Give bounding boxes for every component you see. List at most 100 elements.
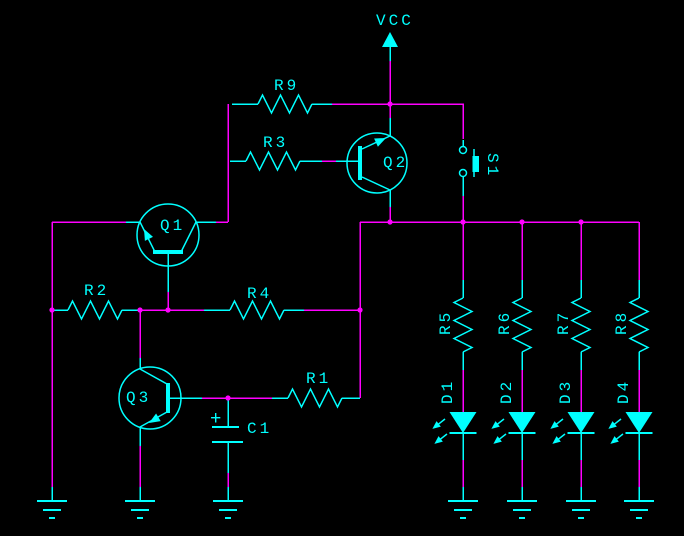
led-emission-arrow-icon xyxy=(429,415,448,433)
led-d2-label: D2 xyxy=(498,379,516,404)
resistor-r5[interactable]: R5 xyxy=(437,297,473,353)
led-emission-arrow-icon xyxy=(431,430,450,448)
resistor-r8[interactable]: R8 xyxy=(613,297,649,353)
resistor-r7-label: R7 xyxy=(555,310,573,335)
resistor-r2-label: R2 xyxy=(84,282,109,300)
transistor-body xyxy=(346,132,408,194)
wire-r9-r3-left-vertical xyxy=(216,104,229,223)
resistor-r3[interactable]: R3 xyxy=(245,134,301,171)
transistor-lead xyxy=(139,368,168,385)
transistor-lead xyxy=(180,221,197,253)
wire-led-rails-mid xyxy=(462,370,640,412)
transistor-lead xyxy=(361,176,391,191)
led-emission-arrow-icon xyxy=(490,430,509,448)
junction-dot xyxy=(49,307,55,313)
switch-actuator-bar xyxy=(472,156,479,172)
transistor-q3[interactable]: Q3 xyxy=(118,366,182,430)
resistor-icon xyxy=(287,388,343,408)
led-emission-arrow-icon xyxy=(607,430,626,448)
led-emission-arrow-icon xyxy=(488,415,507,433)
emitter-arrow-icon xyxy=(144,229,153,241)
resistor-icon xyxy=(229,300,285,320)
junction-dot xyxy=(387,219,393,225)
resistor-icon xyxy=(629,297,649,353)
resistor-icon xyxy=(571,297,591,353)
transistor-q1[interactable]: Q1 xyxy=(136,203,200,267)
component-leads xyxy=(51,47,640,501)
led-emission-arrow-icon xyxy=(549,430,568,448)
switch-terminal xyxy=(458,145,468,155)
resistor-r2[interactable]: R2 xyxy=(67,282,123,320)
junction-dot xyxy=(387,101,393,107)
ground-icon[interactable] xyxy=(36,500,68,519)
transistor-q2-label: Q2 xyxy=(383,154,408,172)
ground-icon[interactable] xyxy=(124,500,156,519)
capacitor-c1[interactable]: + C1 xyxy=(210,408,272,443)
led-d3[interactable]: D3 xyxy=(547,379,596,448)
led-icon xyxy=(566,411,596,434)
wire-bias-row xyxy=(139,292,360,358)
led-d4-label: D4 xyxy=(615,379,633,404)
ground-icon[interactable] xyxy=(212,500,244,519)
power-vcc[interactable]: VCC xyxy=(376,12,414,47)
resistor-r9[interactable]: R9 xyxy=(257,77,313,114)
ground-icon[interactable] xyxy=(447,500,479,519)
transistor-q2[interactable]: Q2 xyxy=(346,132,408,194)
ground-icon[interactable] xyxy=(623,500,655,519)
resistor-r6-label: R6 xyxy=(496,310,514,335)
resistor-r4[interactable]: R4 xyxy=(229,285,285,320)
wire-q2-s1-drops xyxy=(389,196,464,222)
transistor-body xyxy=(136,203,200,267)
transistor-q1-label: Q1 xyxy=(160,217,185,235)
transistor-q3-label: Q3 xyxy=(126,389,151,407)
led-d2[interactable]: D2 xyxy=(488,379,537,448)
switch-s1[interactable]: S1 xyxy=(458,145,502,179)
ground-icon[interactable] xyxy=(565,500,597,519)
resistor-icon xyxy=(245,151,301,171)
resistor-r1-label: R1 xyxy=(306,370,331,388)
resistor-icon xyxy=(453,297,473,353)
ground-icon[interactable] xyxy=(506,500,538,519)
junction-dot xyxy=(460,219,466,225)
junction-dot xyxy=(578,219,584,225)
switch-terminal xyxy=(458,168,468,178)
resistor-r5-label: R5 xyxy=(437,310,455,335)
junction-dot xyxy=(165,307,171,313)
junction-dots xyxy=(49,101,584,401)
junction-dot xyxy=(519,219,525,225)
capacitor-c1-label: C1 xyxy=(247,420,272,438)
emitter-arrow-icon xyxy=(149,413,161,423)
led-d1-label: D1 xyxy=(439,379,457,404)
wire-net xyxy=(51,47,640,501)
vcc-label: VCC xyxy=(376,12,414,30)
led-d4[interactable]: D4 xyxy=(605,379,654,448)
wire-vcc-top-rail xyxy=(332,61,464,139)
led-icon xyxy=(507,411,537,434)
resistor-r6[interactable]: R6 xyxy=(496,297,532,353)
junction-dot xyxy=(357,307,363,313)
resistor-icon xyxy=(257,94,313,114)
wire-led-rails-bottom xyxy=(462,460,640,487)
resistor-r8-label: R8 xyxy=(613,310,631,335)
led-emission-arrow-icon xyxy=(605,415,624,433)
resistor-r3-label: R3 xyxy=(263,134,288,152)
wire-led-rails-top xyxy=(462,222,640,280)
emitter-arrow-icon xyxy=(374,138,386,147)
resistor-r7[interactable]: R7 xyxy=(555,297,591,353)
led-icon xyxy=(448,411,478,434)
resistor-r9-label: R9 xyxy=(274,77,299,95)
resistor-icon xyxy=(67,300,123,320)
resistor-r1[interactable]: R1 xyxy=(287,370,343,408)
resistor-r4-label: R4 xyxy=(247,285,272,303)
led-d3-label: D3 xyxy=(557,379,575,404)
wire-bottom-left-drops xyxy=(139,446,229,487)
led-emission-arrow-icon xyxy=(547,415,566,433)
transistor-body xyxy=(118,366,182,430)
junction-dot xyxy=(225,395,231,401)
switch-s1-label: S1 xyxy=(483,153,501,178)
led-d1[interactable]: D1 xyxy=(429,379,478,448)
wire-left-rail xyxy=(51,221,126,487)
junction-dot xyxy=(137,307,143,313)
ground-symbols xyxy=(36,500,655,519)
